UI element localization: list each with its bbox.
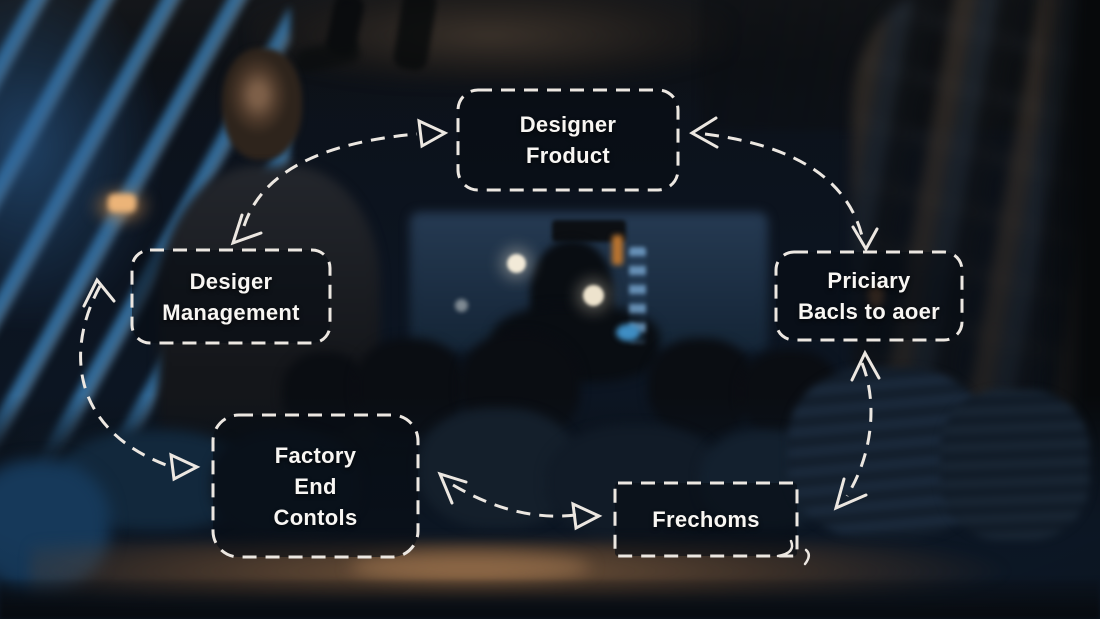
- arrowhead-into-frechoms-icon: [571, 501, 603, 531]
- node-desiger-management-line-1: Desiger: [189, 268, 273, 294]
- connector-froduct-priciary: [704, 132, 864, 237]
- node-designer-froduct: Designer Froduct: [458, 90, 678, 190]
- node-priciary-line-1: Priciary: [827, 268, 911, 293]
- frechoms-comma-mark: [803, 548, 810, 566]
- node-factory-line-2: End: [294, 473, 337, 499]
- node-priciary-line-2: Bacls to aoer: [797, 299, 941, 324]
- node-designer-froduct-line-2: Froduct: [526, 143, 610, 168]
- connector-frechoms-priciary: [845, 362, 873, 497]
- node-factory-line-1: Factory: [274, 442, 357, 468]
- connector-management-froduct: [242, 132, 418, 227]
- arrowhead-into-froduct-icon: [417, 118, 449, 149]
- node-designer-froduct-line-1: Designer: [519, 112, 617, 137]
- arrowhead-down-to-frechoms-icon: [833, 477, 868, 511]
- node-frechoms-line-1: Frechoms: [652, 507, 760, 532]
- node-factory-line-3: Contols: [273, 504, 358, 530]
- arrowhead-into-priciary-top-icon: [851, 225, 879, 253]
- arrowhead-up-to-management-icon: [82, 277, 116, 308]
- arrowhead-into-factory-icon: [169, 452, 201, 482]
- node-priciary-bacls-to-aoer: Priciary Bacls to aoer: [776, 252, 962, 340]
- node-frechoms: Frechoms: [615, 483, 797, 556]
- arrowhead-into-froduct-right-icon: [689, 116, 719, 149]
- node-desiger-management-line-2: Management: [162, 299, 300, 325]
- node-factory-end-contols: Factory End Contols: [213, 415, 418, 557]
- node-desiger-management: Desiger Management: [132, 250, 330, 343]
- connector-frechoms-factory: [452, 483, 577, 518]
